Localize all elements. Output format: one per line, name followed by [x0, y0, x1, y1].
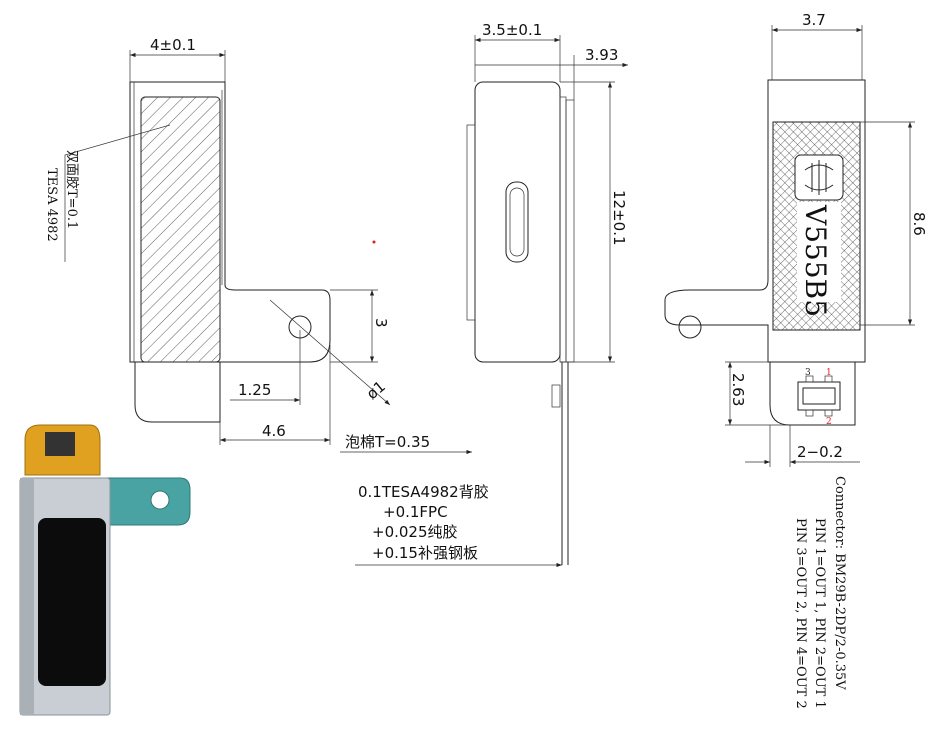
stack-line-3: +0.025纯胶 [372, 523, 458, 541]
back-mount-hole [678, 315, 702, 339]
stack-line-4: +0.15补强钢板 [372, 544, 478, 562]
side-slot [505, 181, 529, 263]
connector-note-line1: Connector: BM29B-2DP/2-0.35V [832, 476, 847, 690]
front-body-outline [129, 81, 331, 363]
model-label: V555B5 [799, 204, 832, 317]
back-width-dim: 3.7 [802, 11, 826, 29]
pin-1-label: 1 [826, 368, 832, 378]
connector-note-line2: PIN 1=OUT 1, PIN 2=OUT 1 [812, 518, 827, 709]
front-width-dim: 4±0.1 [150, 36, 196, 54]
label-height-dim: 8.6 [910, 212, 928, 236]
foam-label: 泡棉T=0.35 [345, 433, 430, 451]
connector-height-dim: 2.63 [729, 373, 747, 406]
side-height-dim: 12±0.1 [610, 190, 628, 246]
tab-length-dim: 4.6 [262, 422, 286, 440]
side-view: 3.5±0.1 3.93 12±0.1 0.1TESA4982背胶 +0.1FP… [355, 21, 628, 568]
hole-offset-dim: 1.25 [238, 381, 271, 399]
pin-3-label: 3 [805, 368, 811, 378]
product-render [19, 424, 191, 716]
connector-icon [797, 381, 841, 411]
side-thickness-dim: 3.5±0.1 [482, 21, 542, 39]
tape-area [140, 96, 221, 363]
tape-label: 双面胶T=0.1 [64, 150, 80, 229]
tab-height-dim: 3 [372, 318, 390, 328]
stack-line-2: +0.1FPC [383, 503, 448, 521]
tape-spec: TESA 4982 [44, 168, 59, 242]
teal-tab [99, 477, 191, 526]
pin-2-label: 2 [826, 417, 832, 427]
hole-dia-dim: ø1 [363, 377, 389, 403]
render-black-face [38, 518, 106, 686]
connector-note-line3: PIN 3=OUT 2, PIN 4=OUT 2 [793, 518, 808, 709]
fpc-tail [134, 362, 221, 423]
connector-width-dim: 2−0.2 [797, 443, 843, 461]
front-view: 4±0.1 双面胶T=0.1 TESA 4982 3 1.25 4.6 ø1 泡… [44, 36, 472, 455]
side-total-thickness-dim: 3.93 [585, 46, 618, 64]
stack-line-1: 0.1TESA4982背胶 [358, 483, 489, 501]
side-body [474, 81, 561, 363]
back-fpc-tail [769, 362, 856, 426]
back-view: V555B5 3 1 2 3.7 8.6 2.63 2−0.2 Connecto… [664, 11, 928, 709]
